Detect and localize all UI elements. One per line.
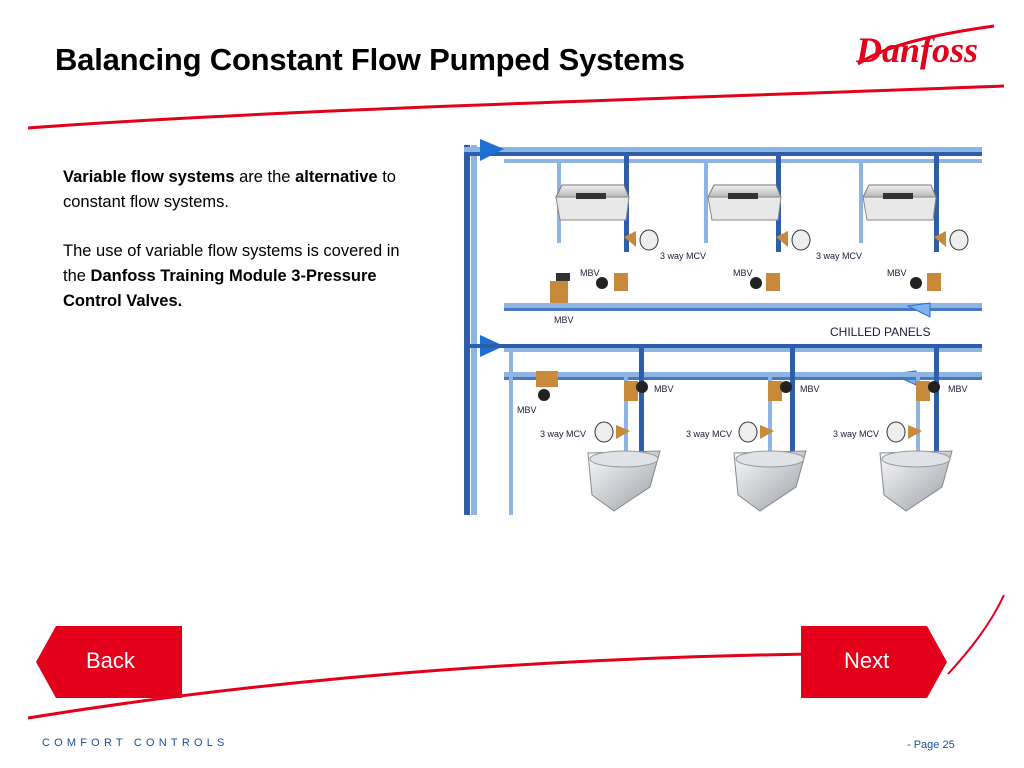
- fan-coil-unit: [707, 184, 782, 221]
- label-mcv-top-1: 3 way MCV: [660, 251, 706, 261]
- label-mcv-bottom-1: 3 way MCV: [540, 429, 586, 439]
- label-mbv-top-2: MBV: [733, 268, 753, 278]
- label-mbv-left-top: MBV: [554, 315, 574, 325]
- label-mcv-bottom-3: 3 way MCV: [833, 429, 879, 439]
- fan-coil-unit: [862, 184, 937, 221]
- next-arrow-shape: [801, 626, 947, 698]
- intro-text: Variable flow systems are the alternativ…: [63, 165, 423, 338]
- valve-mcv: [750, 229, 811, 291]
- valve-mbv-left-top: [550, 273, 570, 303]
- valve-bottom-group: [886, 381, 940, 443]
- fan-coil-unit: [555, 184, 630, 221]
- label-mbv-bottom-2: MBV: [800, 384, 820, 394]
- valve-mbv-left-bottom: [536, 371, 558, 401]
- valve-bottom-group: [738, 381, 792, 443]
- chilled-panel: [733, 450, 807, 512]
- text-constant-flow: to constant flow systems.: [63, 168, 396, 211]
- label-mcv-top-2: 3 way MCV: [816, 251, 862, 261]
- bold-variable-flow: Variable flow systems: [63, 168, 235, 186]
- paragraph-training-module: The use of variable flow systems is cove…: [63, 239, 423, 314]
- piping-schematic-diagram: 3 way MCV 3 way MCV MBV MBV MBV MBV CHIL…: [464, 139, 982, 515]
- label-mbv-left-bottom: MBV: [517, 405, 537, 415]
- label-mbv-bottom-1: MBV: [654, 384, 674, 394]
- page-number: - Page 25: [907, 739, 955, 751]
- chilled-panel: [587, 450, 661, 512]
- back-arrow-shape: [36, 626, 182, 698]
- back-button-label: Back: [86, 648, 135, 673]
- label-chilled-panels: CHILLED PANELS: [830, 325, 930, 339]
- text-are-the: are the: [234, 168, 296, 186]
- valve-mcv: [910, 229, 969, 291]
- logo-text: Danfoss: [855, 30, 978, 70]
- label-mbv-top-3: MBV: [887, 268, 907, 278]
- chilled-panel: [879, 450, 953, 512]
- label-mcv-bottom-2: 3 way MCV: [686, 429, 732, 439]
- paragraph-variable-flow: Variable flow systems are the alternativ…: [63, 165, 423, 215]
- next-button-label: Next: [844, 648, 890, 673]
- next-button[interactable]: Next: [801, 626, 947, 698]
- valve-bottom-group: [594, 381, 648, 443]
- text-use-of-variable: The use of variable flow systems is cove…: [63, 242, 400, 285]
- flow-arrow-icon: [906, 302, 931, 318]
- label-mbv-top-1: MBV: [580, 268, 600, 278]
- footer-brand-line: COMFORT CONTROLS: [42, 737, 229, 749]
- danfoss-logo: Danfoss: [848, 14, 1000, 82]
- flow-arrow-icon: [480, 139, 504, 161]
- bold-training-module: Danfoss Training Module 3-Pressure Contr…: [63, 267, 377, 310]
- label-mbv-bottom-3: MBV: [948, 384, 968, 394]
- back-button[interactable]: Back: [36, 626, 182, 698]
- page-title: Balancing Constant Flow Pumped Systems: [55, 42, 685, 77]
- valve-mcv: [596, 229, 659, 291]
- bold-alternative: alternative: [295, 168, 378, 186]
